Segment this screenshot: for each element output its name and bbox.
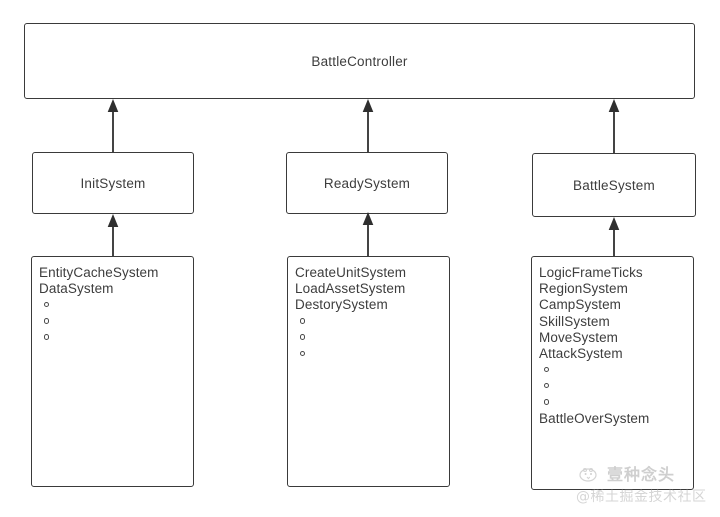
list-bullet <box>39 330 193 346</box>
list-item: LoadAssetSystem <box>295 281 406 297</box>
list-item: BattleOverSystem <box>539 410 650 426</box>
list-item: DataSystem <box>39 281 114 297</box>
list-bullet <box>539 378 693 394</box>
node-label: ReadySystem <box>323 175 411 191</box>
arrow-ready-to-controller <box>360 99 376 154</box>
list-item: DestorySystem <box>295 297 388 313</box>
list-bullet <box>539 362 693 378</box>
list-item: SkillSystem <box>539 313 610 329</box>
list-bullet <box>295 330 449 346</box>
list-item: CreateUnitSystem <box>295 265 407 280</box>
arrow-init-to-controller <box>105 99 121 154</box>
list-bullet <box>539 395 693 411</box>
arrow-readylist-to-ready <box>360 212 376 256</box>
list-bullet <box>295 314 449 330</box>
list-bullet <box>39 314 193 330</box>
list-item: CampSystem <box>539 297 622 313</box>
list-bullet <box>295 346 449 362</box>
node-ready-system[interactable]: ReadySystem <box>286 152 448 214</box>
arrow-battlelist-to-battle <box>606 217 622 256</box>
arrow-battle-to-controller <box>606 99 622 154</box>
node-label: BattleController <box>311 53 408 69</box>
node-label: InitSystem <box>80 175 146 191</box>
node-battle-system[interactable]: BattleSystem <box>532 153 696 217</box>
node-init-system[interactable]: InitSystem <box>32 152 194 214</box>
list-item: MoveSystem <box>539 329 619 345</box>
list-item: RegionSystem <box>539 281 628 297</box>
node-label: BattleSystem <box>573 177 655 193</box>
list-item: EntityCacheSystem <box>39 265 159 280</box>
arrow-initlist-to-init <box>105 214 121 256</box>
list-item: LogicFrameTicks <box>539 265 643 280</box>
node-battle-controller[interactable]: BattleController <box>24 23 695 99</box>
list-bullet <box>39 297 193 313</box>
list-item: AttackSystem <box>539 346 623 362</box>
